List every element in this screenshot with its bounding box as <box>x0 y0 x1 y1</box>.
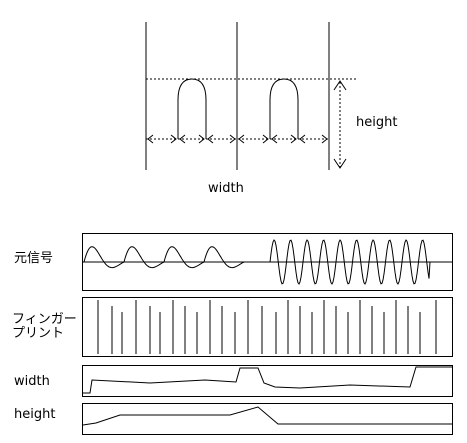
signal-panel <box>82 233 453 291</box>
pulse-shape-1 <box>177 78 207 139</box>
width-arrow-head <box>238 134 269 144</box>
height-trace <box>82 406 452 426</box>
row-label-fingerprint: フィンガー プリント <box>12 312 77 341</box>
height-arrow-head-bottom <box>333 158 347 169</box>
width-arrow-head <box>299 134 328 144</box>
width-arrow-head <box>207 134 236 144</box>
width-arrow-head <box>179 134 205 144</box>
height-panel <box>82 403 453 435</box>
width-arrow-head <box>147 134 177 144</box>
signal-waveform <box>83 239 451 285</box>
row-label-signal: 元信号 <box>14 251 54 266</box>
width-label: width <box>208 181 244 196</box>
row-label-width: width <box>14 374 50 389</box>
fingerprint-panel <box>82 297 453 357</box>
row-label-height: height <box>14 407 56 422</box>
width-arrow-head <box>271 134 297 144</box>
width-trace <box>83 366 452 394</box>
fingerprint-traces <box>97 300 437 354</box>
width-panel <box>82 365 453 397</box>
width-arrows <box>147 134 328 144</box>
height-arrow-head-top <box>333 80 347 91</box>
width-height-illustration <box>145 22 356 170</box>
height-label: height <box>356 115 398 130</box>
pulse-shape-2 <box>269 78 299 139</box>
